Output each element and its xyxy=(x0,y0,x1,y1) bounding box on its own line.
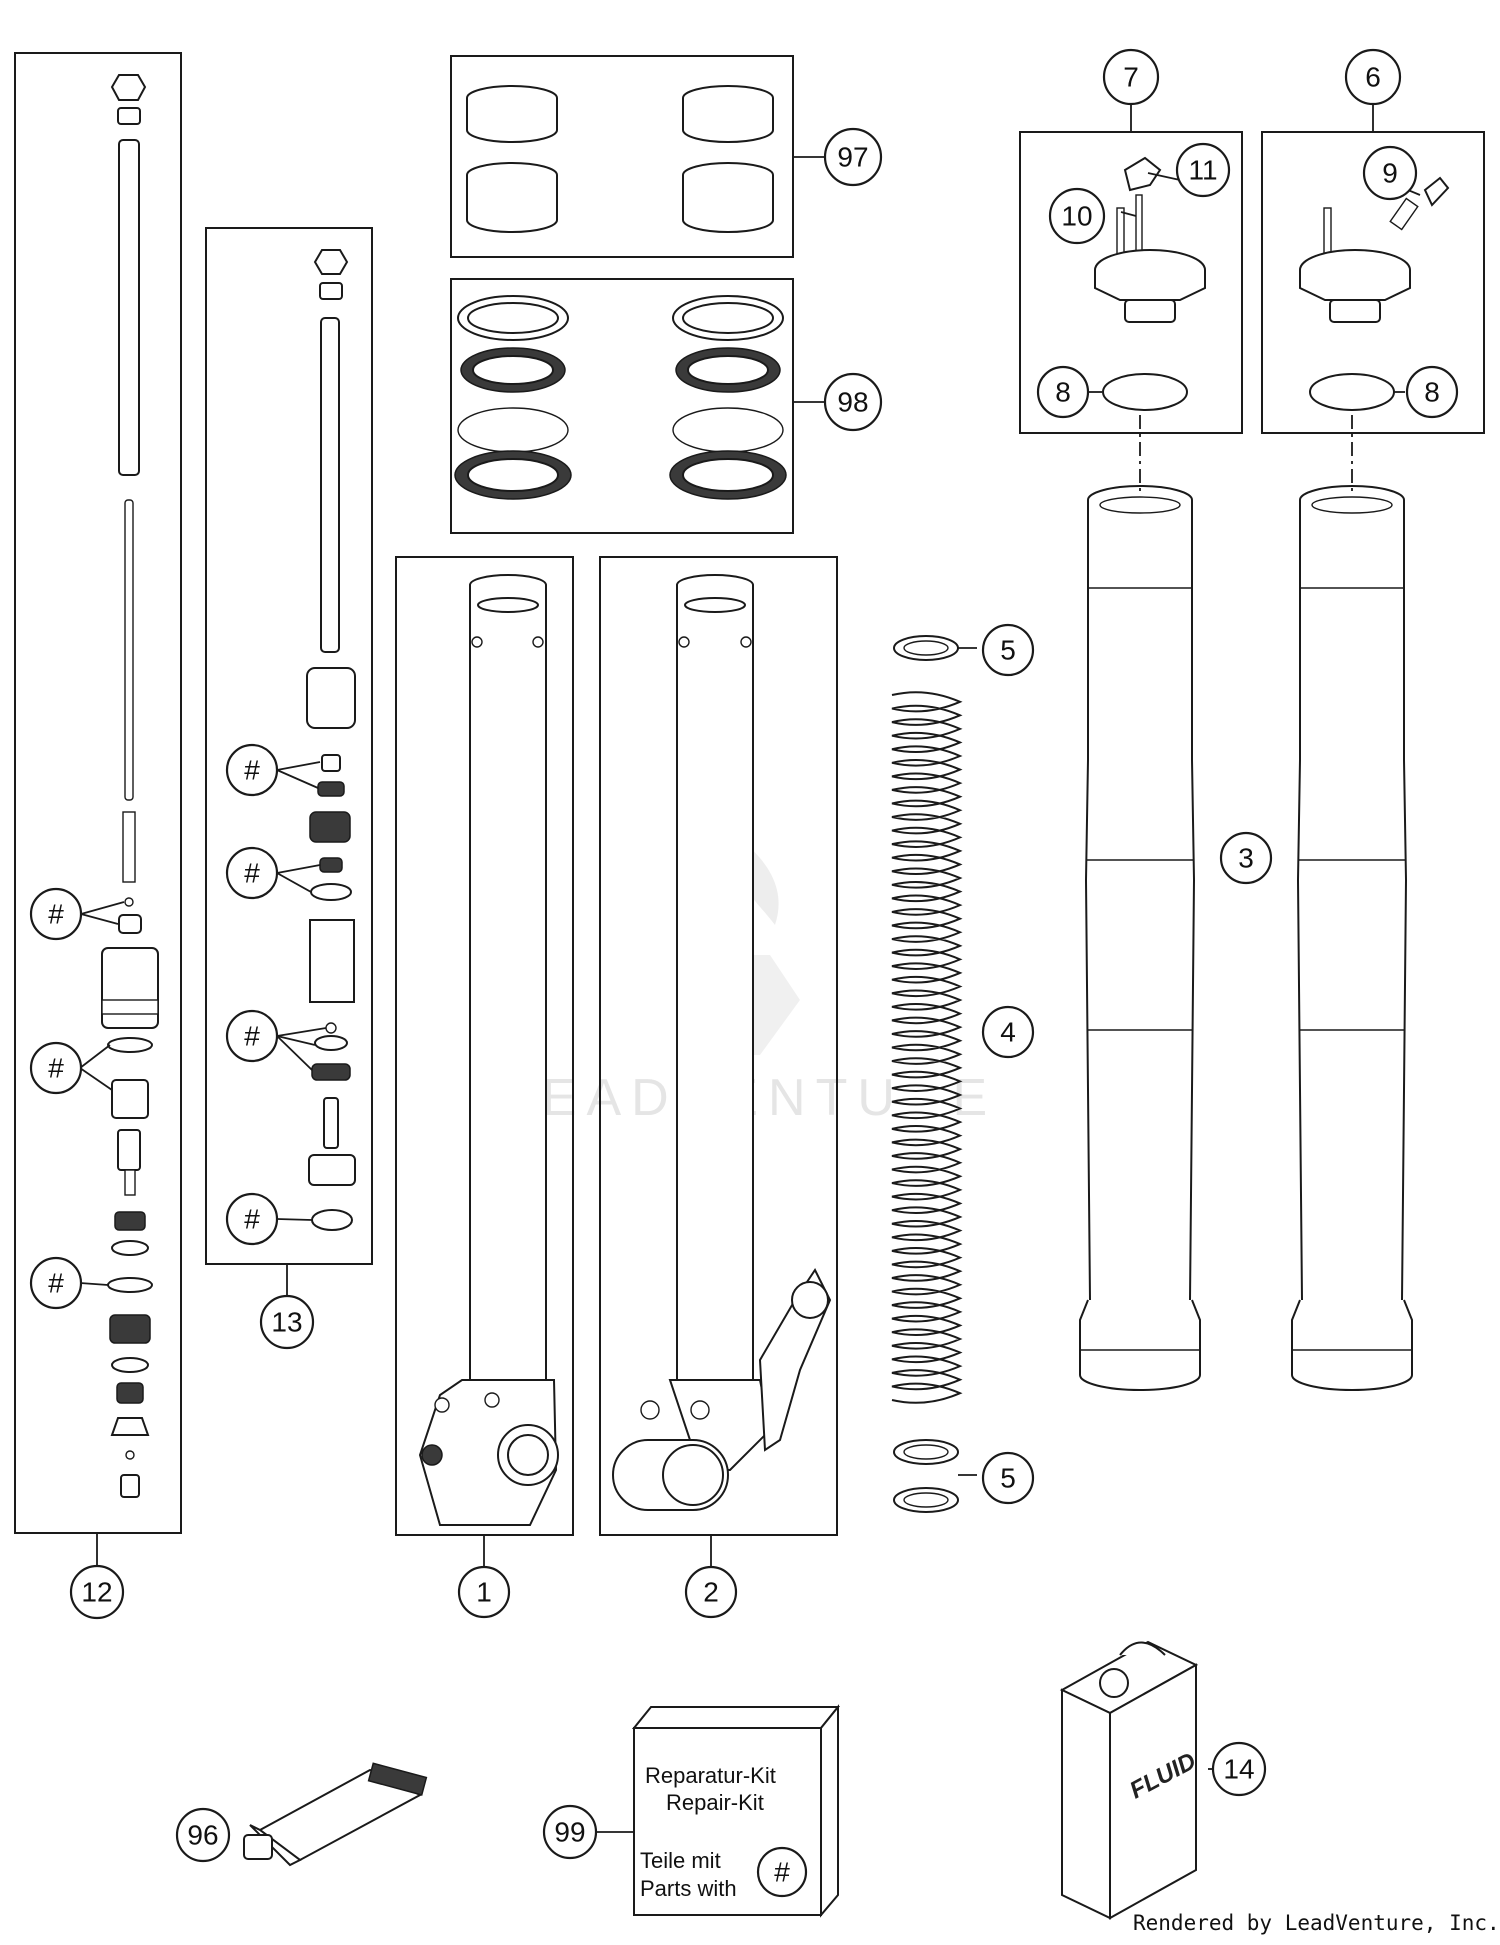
callout-96: 96 xyxy=(175,1807,231,1863)
bushing-4 xyxy=(682,162,774,233)
item-96-grease-tube xyxy=(243,1762,428,1867)
group-12-box xyxy=(14,52,182,1534)
callout-8-right: 8 xyxy=(1405,365,1459,419)
group-13-cartridge xyxy=(205,227,373,1265)
callout-8-left: 8 xyxy=(1036,365,1090,419)
callout-5-top: 5 xyxy=(981,623,1035,677)
svg-text:4: 4 xyxy=(1000,1017,1016,1048)
group-98-box xyxy=(450,278,794,534)
svg-text:6: 6 xyxy=(1365,62,1381,93)
svg-text:98: 98 xyxy=(837,387,868,418)
callout-hash-12b: # xyxy=(29,1041,83,1095)
svg-text:5: 5 xyxy=(1000,635,1016,666)
svg-text:#: # xyxy=(244,1021,260,1052)
repair-kit-line-2: Repair-Kit xyxy=(666,1790,764,1815)
svg-text:14: 14 xyxy=(1223,1754,1254,1785)
item-3-outer-tube-left xyxy=(1079,485,1201,1391)
repair-kit-hash-circle xyxy=(756,1846,808,1898)
svg-text:8: 8 xyxy=(1424,377,1440,408)
callout-hash-13b: # xyxy=(225,846,279,900)
item-2-box xyxy=(599,556,838,1536)
svg-text:#: # xyxy=(48,899,64,930)
svg-text:10: 10 xyxy=(1061,201,1092,232)
svg-text:1: 1 xyxy=(476,1577,492,1608)
callout-4: 4 xyxy=(981,1005,1035,1059)
callout-10: 10 xyxy=(1048,187,1106,245)
group-13-box xyxy=(205,227,373,1265)
svg-text:3: 3 xyxy=(1238,843,1254,874)
seal-stack-left xyxy=(454,295,572,500)
svg-text:96: 96 xyxy=(187,1820,218,1851)
svg-text:#: # xyxy=(244,858,260,889)
svg-text:5: 5 xyxy=(1000,1463,1016,1494)
item-6-top-cap-assembly xyxy=(1261,131,1485,434)
bushing-2 xyxy=(682,85,774,143)
callout-hash-13c: # xyxy=(225,1009,279,1063)
group-12-cartridge xyxy=(14,52,182,1534)
callouts: 1 2 3 4 5 5 6 7 8 8 9 10 11 12 13 14 96 … xyxy=(29,48,1459,1863)
callout-2: 2 xyxy=(684,1565,738,1619)
svg-text:#: # xyxy=(48,1268,64,1299)
svg-text:#: # xyxy=(48,1053,64,1084)
repair-kit-line-3: Teile mit xyxy=(640,1848,721,1873)
callout-12: 12 xyxy=(69,1564,125,1620)
footer-credit: Rendered by LeadVenture, Inc. xyxy=(1133,1911,1500,1935)
svg-text:8: 8 xyxy=(1055,377,1071,408)
svg-text:12: 12 xyxy=(81,1577,112,1608)
callout-11: 11 xyxy=(1175,142,1231,198)
callout-14: 14 xyxy=(1211,1741,1267,1797)
item-2-fork-leg xyxy=(599,556,838,1536)
callout-hash-13d: # xyxy=(225,1192,279,1246)
callout-hash-13a: # xyxy=(225,743,279,797)
repair-kit-line-4: Parts with xyxy=(640,1876,737,1901)
callout-hash-12a: # xyxy=(29,887,83,941)
group-97-bushings xyxy=(450,55,794,258)
svg-text:2: 2 xyxy=(703,1577,719,1608)
item-3-outer-tube-right xyxy=(1291,485,1413,1391)
callout-3: 3 xyxy=(1219,831,1273,885)
svg-text:#: # xyxy=(244,1204,260,1235)
bushing-3 xyxy=(466,162,558,233)
callout-5-bottom: 5 xyxy=(981,1451,1035,1505)
item-99-repair-kit: Reparatur-Kit Repair-Kit Teile mit Parts… xyxy=(631,1704,841,1918)
callout-1: 1 xyxy=(457,1565,511,1619)
repair-kit-line-1: Reparatur-Kit xyxy=(645,1763,776,1788)
item-4-spring xyxy=(891,691,963,1404)
callout-7: 7 xyxy=(1102,48,1160,106)
bushing-1 xyxy=(466,85,558,143)
svg-text:97: 97 xyxy=(837,142,868,173)
callout-98: 98 xyxy=(823,372,883,432)
item-7-top-cap-assembly xyxy=(1019,131,1243,434)
group-98-seals xyxy=(450,278,794,534)
callout-9: 9 xyxy=(1362,145,1418,201)
svg-text:11: 11 xyxy=(1188,155,1217,186)
repair-kit-hash-symbol: # xyxy=(774,1857,790,1888)
seal-stack-right xyxy=(669,295,787,500)
svg-text:99: 99 xyxy=(554,1817,585,1848)
svg-text:13: 13 xyxy=(271,1307,302,1338)
callout-99: 99 xyxy=(542,1804,598,1860)
svg-text:9: 9 xyxy=(1382,158,1398,189)
item-5-spacer-bottom xyxy=(893,1439,959,1513)
callout-13: 13 xyxy=(259,1294,315,1350)
svg-text:7: 7 xyxy=(1123,62,1139,93)
callout-hash-12c: # xyxy=(29,1256,83,1310)
item-1-fork-leg xyxy=(395,556,574,1536)
item-5-spacer-top xyxy=(893,635,959,661)
item-14-fluid-can: FLUID xyxy=(1059,1640,1200,1920)
callout-97: 97 xyxy=(823,127,883,187)
callout-6: 6 xyxy=(1344,48,1402,106)
svg-text:#: # xyxy=(244,755,260,786)
